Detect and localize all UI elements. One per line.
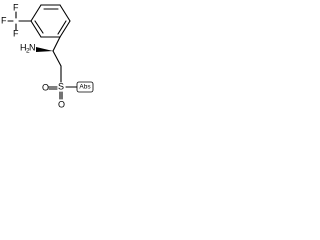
abs-flag-box bbox=[76, 81, 94, 93]
stereo-wedge-bond bbox=[36, 47, 53, 52]
ring-bond bbox=[30, 4, 42, 22]
ring-inner-double-bond bbox=[34, 20, 44, 34]
fluorine-label: F bbox=[1, 15, 7, 25]
trifluoromethyl-group: F F F bbox=[1, 2, 32, 38]
stereo-abs-flag: Abs bbox=[76, 81, 94, 93]
benzene-ring bbox=[30, 4, 71, 38]
side-chain: H 2 N bbox=[20, 36, 62, 83]
oxygen-label: O bbox=[42, 82, 49, 92]
oxygen-label: O bbox=[58, 99, 65, 109]
amine-h-label: H bbox=[20, 42, 27, 52]
fluorine-label: F bbox=[13, 28, 19, 38]
ring-bond bbox=[59, 20, 71, 38]
chemical-structure-diagram: F F F H 2 N S O O Abs bbox=[1, 2, 94, 109]
abs-flag-label: Abs bbox=[79, 84, 91, 91]
ring-bond bbox=[59, 4, 71, 22]
chiral-to-ch2-bond bbox=[52, 50, 62, 67]
fluorine-label: F bbox=[13, 2, 19, 12]
sulfonyl-group: S O O bbox=[42, 81, 78, 109]
ring-bond bbox=[30, 20, 42, 38]
amine-n-label: N bbox=[29, 42, 36, 52]
ring-to-chiral-carbon-bond bbox=[52, 36, 61, 52]
amine-subscript: 2 bbox=[26, 48, 30, 55]
sulfur-label: S bbox=[58, 81, 64, 91]
ring-inner-double-bond bbox=[57, 20, 67, 35]
